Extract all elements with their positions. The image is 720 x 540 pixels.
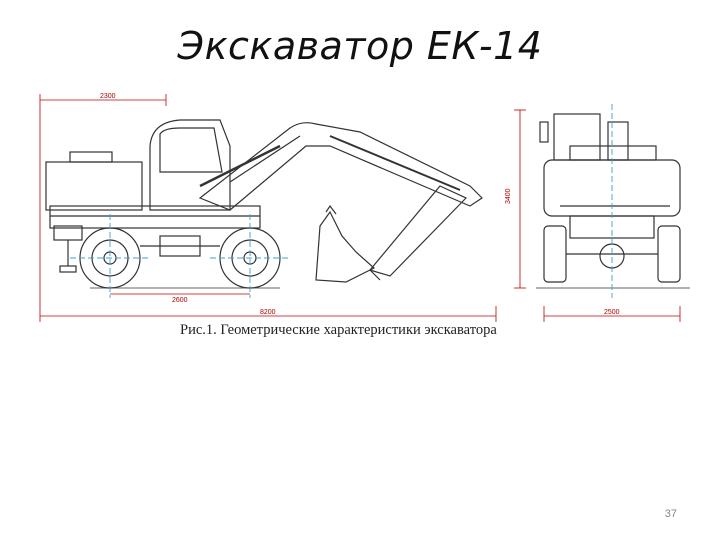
cab bbox=[149, 119, 231, 211]
boom bbox=[198, 122, 483, 211]
front-view-right-wheel bbox=[657, 225, 681, 283]
dim-overall-length: 8200 bbox=[260, 309, 276, 316]
dim-wheelbase: 2600 bbox=[172, 297, 188, 304]
boom-cylinder bbox=[199, 144, 281, 188]
figure-caption: Рис.1. Геометрические характеристики экс… bbox=[180, 322, 497, 338]
slide-title: Экскаватор ЕК-14 bbox=[177, 24, 543, 68]
stick bbox=[368, 185, 468, 277]
excavator-drawing: 2300 2600 8200 3400 2500 bbox=[39, 93, 690, 322]
bucket bbox=[315, 210, 376, 283]
dim-height: 3400 bbox=[505, 188, 512, 204]
dim-track-width: 2500 bbox=[604, 309, 620, 316]
front-view-left-wheel bbox=[543, 225, 567, 283]
page-number: 37 bbox=[664, 508, 677, 520]
engine-housing bbox=[45, 161, 143, 211]
chassis-frame bbox=[49, 205, 261, 229]
dim-overall-length-top: 2300 bbox=[100, 93, 116, 100]
